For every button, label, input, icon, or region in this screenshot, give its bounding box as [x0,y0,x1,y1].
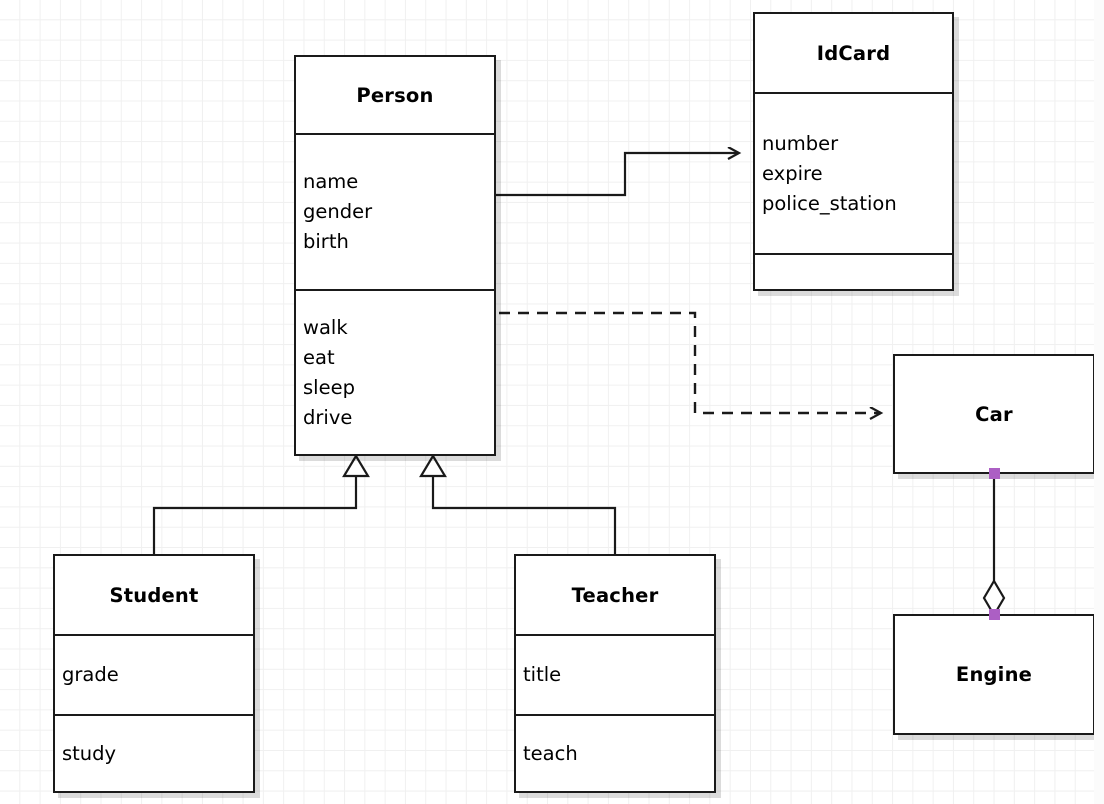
generalization-line-student[interactable] [152,474,358,556]
relationship-person-car[interactable] [499,311,881,413]
class-title-student: Student [55,556,253,634]
attribute-item: title [523,663,562,686]
class-title-car: Car [895,356,1093,472]
operation-item: walk [303,315,348,339]
class-operations-student: study [55,714,253,791]
class-attributes-student: grade [55,634,253,714]
attribute-item: grade [62,663,119,686]
relationship-student-person[interactable] [152,453,370,556]
operation-item: study [62,741,117,765]
attribute-item: gender [303,200,373,223]
class-box-student[interactable]: Student grade study [53,554,255,793]
association-line[interactable] [496,153,739,197]
class-name-label: Teacher [571,583,659,607]
dependency-line[interactable] [499,311,881,413]
attribute-item: police_station [762,191,897,215]
class-attributes-person: name gender birth [296,133,494,289]
operation-item: drive [303,405,353,429]
class-attributes-teacher: title [516,634,714,714]
class-attributes-idcard: number expire police_station [755,92,952,253]
relationship-person-idcard[interactable] [496,153,739,197]
hollow-triangle-icon [342,453,370,478]
class-operations-person: walk eat sleep drive [296,289,494,454]
class-box-idcard[interactable]: IdCard number expire police_station [753,12,954,291]
operation-item: teach [523,741,578,765]
attribute-item: name [303,170,359,193]
class-name-label: Engine [955,663,1033,686]
attribute-item: number [762,131,839,155]
class-title-idcard: IdCard [755,14,952,92]
hollow-triangle-icon [419,453,447,478]
class-title-teacher: Teacher [516,556,714,634]
relationship-teacher-person[interactable] [419,453,617,556]
class-name-label: Car [975,402,1013,426]
class-operations-teacher: teach [516,714,714,791]
selection-handle-engine-end[interactable] [989,609,1000,620]
class-operations-idcard [755,253,952,289]
class-box-engine[interactable]: Engine [893,614,1095,735]
class-box-car[interactable]: Car [893,354,1095,474]
generalization-line-teacher[interactable] [431,474,617,556]
operation-item: sleep [303,375,355,399]
relationship-car-engine[interactable] [982,474,1006,618]
class-box-teacher[interactable]: Teacher title teach [514,554,716,793]
class-title-engine: Engine [895,616,1093,733]
class-name-label: Student [109,583,199,607]
class-name-label: IdCard [816,41,891,65]
selection-handle-car-end[interactable] [989,468,1000,479]
class-title-person: Person [296,57,494,133]
attribute-item: birth [303,230,349,253]
class-box-person[interactable]: Person name gender birth walk eat sleep … [294,55,496,456]
attribute-item: expire [762,161,823,185]
operation-item: eat [303,345,335,369]
class-name-label: Person [356,83,434,107]
canvas-right-edge [1094,0,1104,804]
